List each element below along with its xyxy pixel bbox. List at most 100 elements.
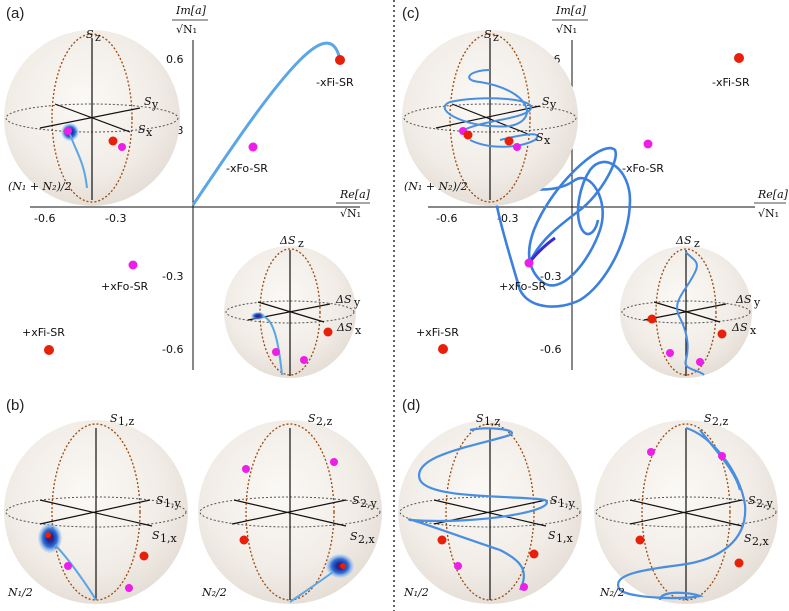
im-label: Im[a] bbox=[175, 4, 207, 17]
axis-sub: 2,x bbox=[752, 535, 769, 548]
axis-label: S bbox=[550, 494, 558, 507]
axis-label: S bbox=[704, 412, 712, 425]
x-tick: -0.6 bbox=[34, 212, 55, 225]
bloch-sphere-2: S 2,z S 2,y S 2,x N₂/2 bbox=[198, 412, 382, 604]
axis-label-dsy: ΔS bbox=[735, 293, 752, 306]
point-label: +xFi-SR bbox=[22, 326, 65, 339]
y-tick: -0.3 bbox=[162, 270, 183, 283]
fixed-point-magenta bbox=[128, 260, 138, 270]
axis-label-sy: S bbox=[144, 95, 152, 108]
trajectory bbox=[191, 41, 342, 206]
axis-sub: y bbox=[753, 296, 761, 309]
axis-sub: y bbox=[353, 296, 361, 309]
x-tick: -0.6 bbox=[436, 212, 457, 225]
sphere-radius-label: N₁/2 bbox=[403, 586, 429, 599]
panel-d: S 1,z S 1,y S 1,x N₁/2 S 2,z S 2,y S 2,x bbox=[398, 412, 778, 604]
sphere-radius-label: N₂/2 bbox=[599, 586, 625, 599]
im-label-den: √N₁ bbox=[556, 23, 577, 36]
bloch-sphere: S z S y S x (N₁ + N₂)/2 bbox=[4, 28, 180, 206]
panel-a: Im[a] √N₁ Re[a] √N₁ -0.6 -0.3 0.6 0.3 -0… bbox=[4, 4, 371, 378]
im-label-den: √N₁ bbox=[176, 23, 197, 36]
axis-label: S bbox=[110, 412, 118, 425]
fixed-point-red bbox=[438, 344, 448, 354]
bloch-sphere-1: S 1,z S 1,y S 1,x N₁/2 bbox=[398, 412, 582, 604]
sphere-radius-label: N₁/2 bbox=[7, 586, 33, 599]
sphere-radius-label: (N₁ + N₂)/2 bbox=[8, 180, 72, 193]
point-label: -xFo-SR bbox=[622, 162, 664, 175]
panel-label-d: (d) bbox=[402, 397, 420, 414]
y-tick: -0.6 bbox=[540, 343, 561, 356]
im-label: Im[a] bbox=[555, 4, 587, 17]
axis-label: S bbox=[352, 494, 360, 507]
panel-label-b: (b) bbox=[6, 397, 24, 414]
axis-label: S bbox=[476, 412, 484, 425]
axis-label: S bbox=[350, 530, 358, 543]
point-label: -xFi-SR bbox=[712, 76, 750, 89]
axis-sub: 1,y bbox=[164, 497, 181, 510]
axis-sub: 1,y bbox=[558, 497, 575, 510]
point-label: +xFo-SR bbox=[101, 280, 149, 293]
x-tick: -0.3 bbox=[497, 212, 518, 225]
axis-label: S bbox=[748, 494, 756, 507]
re-label-den: √N₁ bbox=[340, 207, 361, 220]
axis-label-dsz: ΔS bbox=[279, 234, 296, 247]
axis-sub: 2,z bbox=[316, 415, 332, 428]
re-label: Re[a] bbox=[339, 188, 371, 201]
bloch-sphere: ΔS z ΔS y ΔS x bbox=[620, 234, 761, 378]
fixed-point-magenta bbox=[524, 258, 534, 268]
axis-sub: x bbox=[750, 324, 757, 337]
fixed-point-red bbox=[734, 53, 744, 63]
axis-sub: 1,x bbox=[160, 532, 177, 545]
axis-sub: 1,z bbox=[118, 415, 134, 428]
axis-sub: x bbox=[544, 134, 551, 147]
axis-sub: z bbox=[493, 31, 499, 44]
sphere-radius-label: N₂/2 bbox=[201, 586, 227, 599]
sphere-radius-label: (N₁ + N₂)/2 bbox=[404, 180, 468, 193]
axis-label-sy: S bbox=[542, 95, 550, 108]
axis-sub: y bbox=[151, 98, 159, 111]
axis-sub: 1,z bbox=[484, 415, 500, 428]
panel-c: Im[a] √N₁ Re[a] √N₁ -0.6 -0.3 0.6 0.3 -0… bbox=[402, 4, 789, 378]
bloch-sphere-2: S 2,z S 2,y S 2,x N₂/2 bbox=[594, 412, 778, 604]
axis-label: S bbox=[308, 412, 316, 425]
fixed-point-magenta bbox=[643, 139, 653, 149]
axis-sub: z bbox=[298, 237, 304, 250]
axis-label: S bbox=[548, 529, 556, 542]
axis-label: S bbox=[156, 494, 164, 507]
axis-label-dsx: ΔS bbox=[336, 321, 353, 334]
point-label: -xFo-SR bbox=[226, 162, 268, 175]
axis-label: S bbox=[744, 532, 752, 545]
axis-sub: z bbox=[95, 31, 101, 44]
axis-sub: y bbox=[549, 98, 557, 111]
x-tick: -0.3 bbox=[105, 212, 126, 225]
panel-label-a: (a) bbox=[6, 5, 24, 22]
fixed-point-red bbox=[44, 345, 54, 355]
point-label: -xFi-SR bbox=[316, 76, 354, 89]
point-label: +xFo-SR bbox=[499, 280, 547, 293]
panel-label-c: (c) bbox=[402, 5, 420, 22]
axis-label-dsx: ΔS bbox=[731, 321, 748, 334]
axis-sub: z bbox=[694, 237, 700, 250]
axis-label-dsz: ΔS bbox=[675, 234, 692, 247]
fixed-point-magenta bbox=[248, 142, 258, 152]
y-tick: -0.3 bbox=[540, 270, 561, 283]
y-tick: -0.6 bbox=[162, 343, 183, 356]
axis-label-sx: S bbox=[138, 123, 146, 136]
axis-label: S bbox=[152, 529, 160, 542]
axis-sub: 2,x bbox=[358, 533, 375, 546]
axis-label-sz: S bbox=[484, 28, 492, 41]
bloch-sphere-1: S 1,z S 1,y S 1,x N₁/2 bbox=[4, 412, 188, 604]
axis-sub: 2,z bbox=[712, 415, 728, 428]
fixed-point-red bbox=[335, 55, 345, 65]
re-label: Re[a] bbox=[757, 188, 789, 201]
re-label-den: √N₁ bbox=[758, 207, 779, 220]
point-label: +xFi-SR bbox=[416, 326, 459, 339]
axis-sub: 1,x bbox=[556, 532, 573, 545]
axis-sub: 2,y bbox=[756, 497, 773, 510]
axis-sub: x bbox=[146, 126, 153, 139]
panel-b: S 1,z S 1,y S 1,x N₁/2 S 2,z S 2,y S bbox=[4, 412, 382, 604]
axis-sub: 2,y bbox=[360, 497, 377, 510]
axis-label-dsy: ΔS bbox=[335, 293, 352, 306]
bloch-sphere: ΔS z ΔS y ΔS x bbox=[224, 234, 362, 378]
